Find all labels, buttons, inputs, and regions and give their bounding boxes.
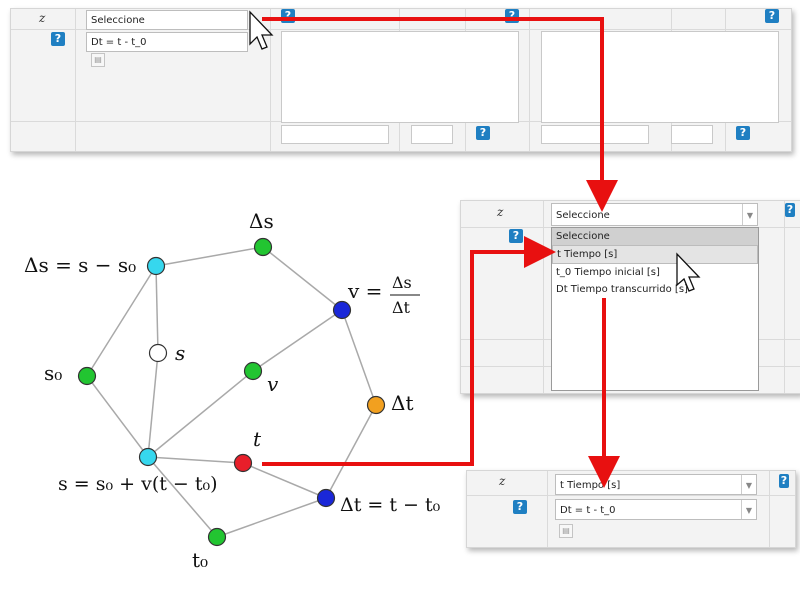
graph-node-label: Δs = s − s₀ <box>24 253 136 277</box>
graph-node[interactable] <box>146 256 166 276</box>
graph-node[interactable] <box>243 361 263 381</box>
column-divider <box>784 201 785 393</box>
graph-node[interactable] <box>207 527 227 547</box>
graph-node-label: s <box>175 341 185 365</box>
help-icon[interactable]: ? <box>765 9 779 23</box>
unit-input[interactable] <box>671 125 713 144</box>
variable-label: z <box>39 11 46 25</box>
graph-edge <box>86 265 157 377</box>
help-icon[interactable]: ? <box>513 500 527 514</box>
graph-edge <box>216 497 327 538</box>
cursor-icon <box>249 10 274 50</box>
formula-value: Dt = t - t_0 <box>91 37 147 48</box>
graph-edge <box>147 370 254 458</box>
cursor-icon <box>676 252 701 292</box>
dropdown-form-panel: z ? ? Seleccione ▼ Seleccione t Tiempo [… <box>460 200 800 394</box>
graph-node[interactable] <box>77 366 97 386</box>
dropdown-option[interactable]: Seleccione <box>552 228 758 245</box>
dropdown-option[interactable]: t_0 Tiempo inicial [s] <box>556 267 660 278</box>
help-icon[interactable]: ? <box>51 32 65 46</box>
unit-input[interactable] <box>411 125 453 144</box>
graph-edge <box>252 309 343 372</box>
value-input[interactable] <box>541 125 649 144</box>
formula-field[interactable]: Dt = t - t_0 ▼ <box>555 499 757 520</box>
graph-node[interactable] <box>366 395 386 415</box>
graph-edge <box>147 456 218 538</box>
help-icon[interactable]: ? <box>736 126 750 140</box>
graph-edge <box>155 265 159 354</box>
dropdown-option[interactable]: Dt Tiempo transcurrido [s] <box>556 284 688 295</box>
graph-edge <box>242 462 327 499</box>
variable-label: z <box>499 474 506 488</box>
formula-field[interactable]: Dt = t - t_0 <box>86 32 248 52</box>
graph-node[interactable] <box>332 300 352 320</box>
chevron-down-icon[interactable]: ▼ <box>741 475 756 494</box>
graph-edge <box>155 246 264 267</box>
graph-edge <box>147 456 244 464</box>
chevron-down-icon[interactable]: ▼ <box>742 204 757 225</box>
graph-edge <box>262 246 343 311</box>
description-textarea[interactable] <box>541 31 779 123</box>
value-input[interactable] <box>281 125 389 144</box>
graph-node[interactable] <box>233 453 253 473</box>
graph-edge <box>341 309 377 406</box>
graph-node-label: v = <box>347 279 382 303</box>
column-divider <box>75 9 76 151</box>
help-icon[interactable]: ? <box>779 474 789 488</box>
graph-node-label: t <box>253 427 262 451</box>
graph-edge <box>147 352 159 458</box>
dropdown-options-list: Seleccione t Tiempo [s] t_0 Tiempo inici… <box>551 227 759 391</box>
annotation-arrows <box>262 17 620 488</box>
column-divider <box>769 471 770 547</box>
row-divider <box>11 29 791 30</box>
graph-node[interactable] <box>138 447 158 467</box>
graph-edge <box>325 404 377 499</box>
graph-node[interactable] <box>253 237 273 257</box>
graph-node-label: Δt = t − t₀ <box>340 494 441 516</box>
column-divider <box>547 471 548 547</box>
variable-select-value: Seleccione <box>556 210 610 221</box>
graph-node-label: t₀ <box>192 548 208 572</box>
formula-value: Dt = t - t_0 <box>560 505 616 516</box>
top-form-panel: z ? Seleccione Dt = t - t_0 ▤ ? ? ? ? ? <box>10 8 792 152</box>
graph-node-label: s₀ <box>44 361 62 385</box>
graph-node-label: Δs <box>249 209 274 233</box>
graph-node-label: v <box>267 372 279 396</box>
column-divider <box>543 201 544 393</box>
graph-edge <box>86 375 149 458</box>
graph-node-label: Δt <box>392 298 411 317</box>
description-textarea[interactable] <box>281 31 519 123</box>
column-divider <box>270 9 271 151</box>
help-icon[interactable]: ? <box>476 126 490 140</box>
graph-node-label: Δt <box>391 391 413 415</box>
graph-node-label: Δs <box>392 273 412 292</box>
chevron-down-icon[interactable]: ▼ <box>741 500 756 519</box>
help-icon[interactable]: ? <box>785 203 795 217</box>
row-divider <box>467 495 795 496</box>
variable-label: z <box>497 205 504 219</box>
graph-node[interactable] <box>316 488 336 508</box>
doc-icon[interactable]: ▤ <box>559 524 573 538</box>
variable-select[interactable]: Seleccione <box>86 10 248 30</box>
variable-select-value: Seleccione <box>91 15 145 26</box>
doc-icon[interactable]: ▤ <box>91 53 105 67</box>
graph-node-label: s = s₀ + v(t − t₀) <box>58 473 218 495</box>
graph-node[interactable] <box>148 343 168 363</box>
graph-edges <box>86 246 377 538</box>
result-form-panel: z ? ? t Tiempo [s] ▼ Dt = t - t_0 ▼ ▤ <box>466 470 796 548</box>
column-divider <box>529 9 530 151</box>
arrow-node-to-option <box>262 236 556 466</box>
help-icon[interactable]: ? <box>509 229 523 243</box>
arrow-to-dropdown <box>262 17 618 212</box>
